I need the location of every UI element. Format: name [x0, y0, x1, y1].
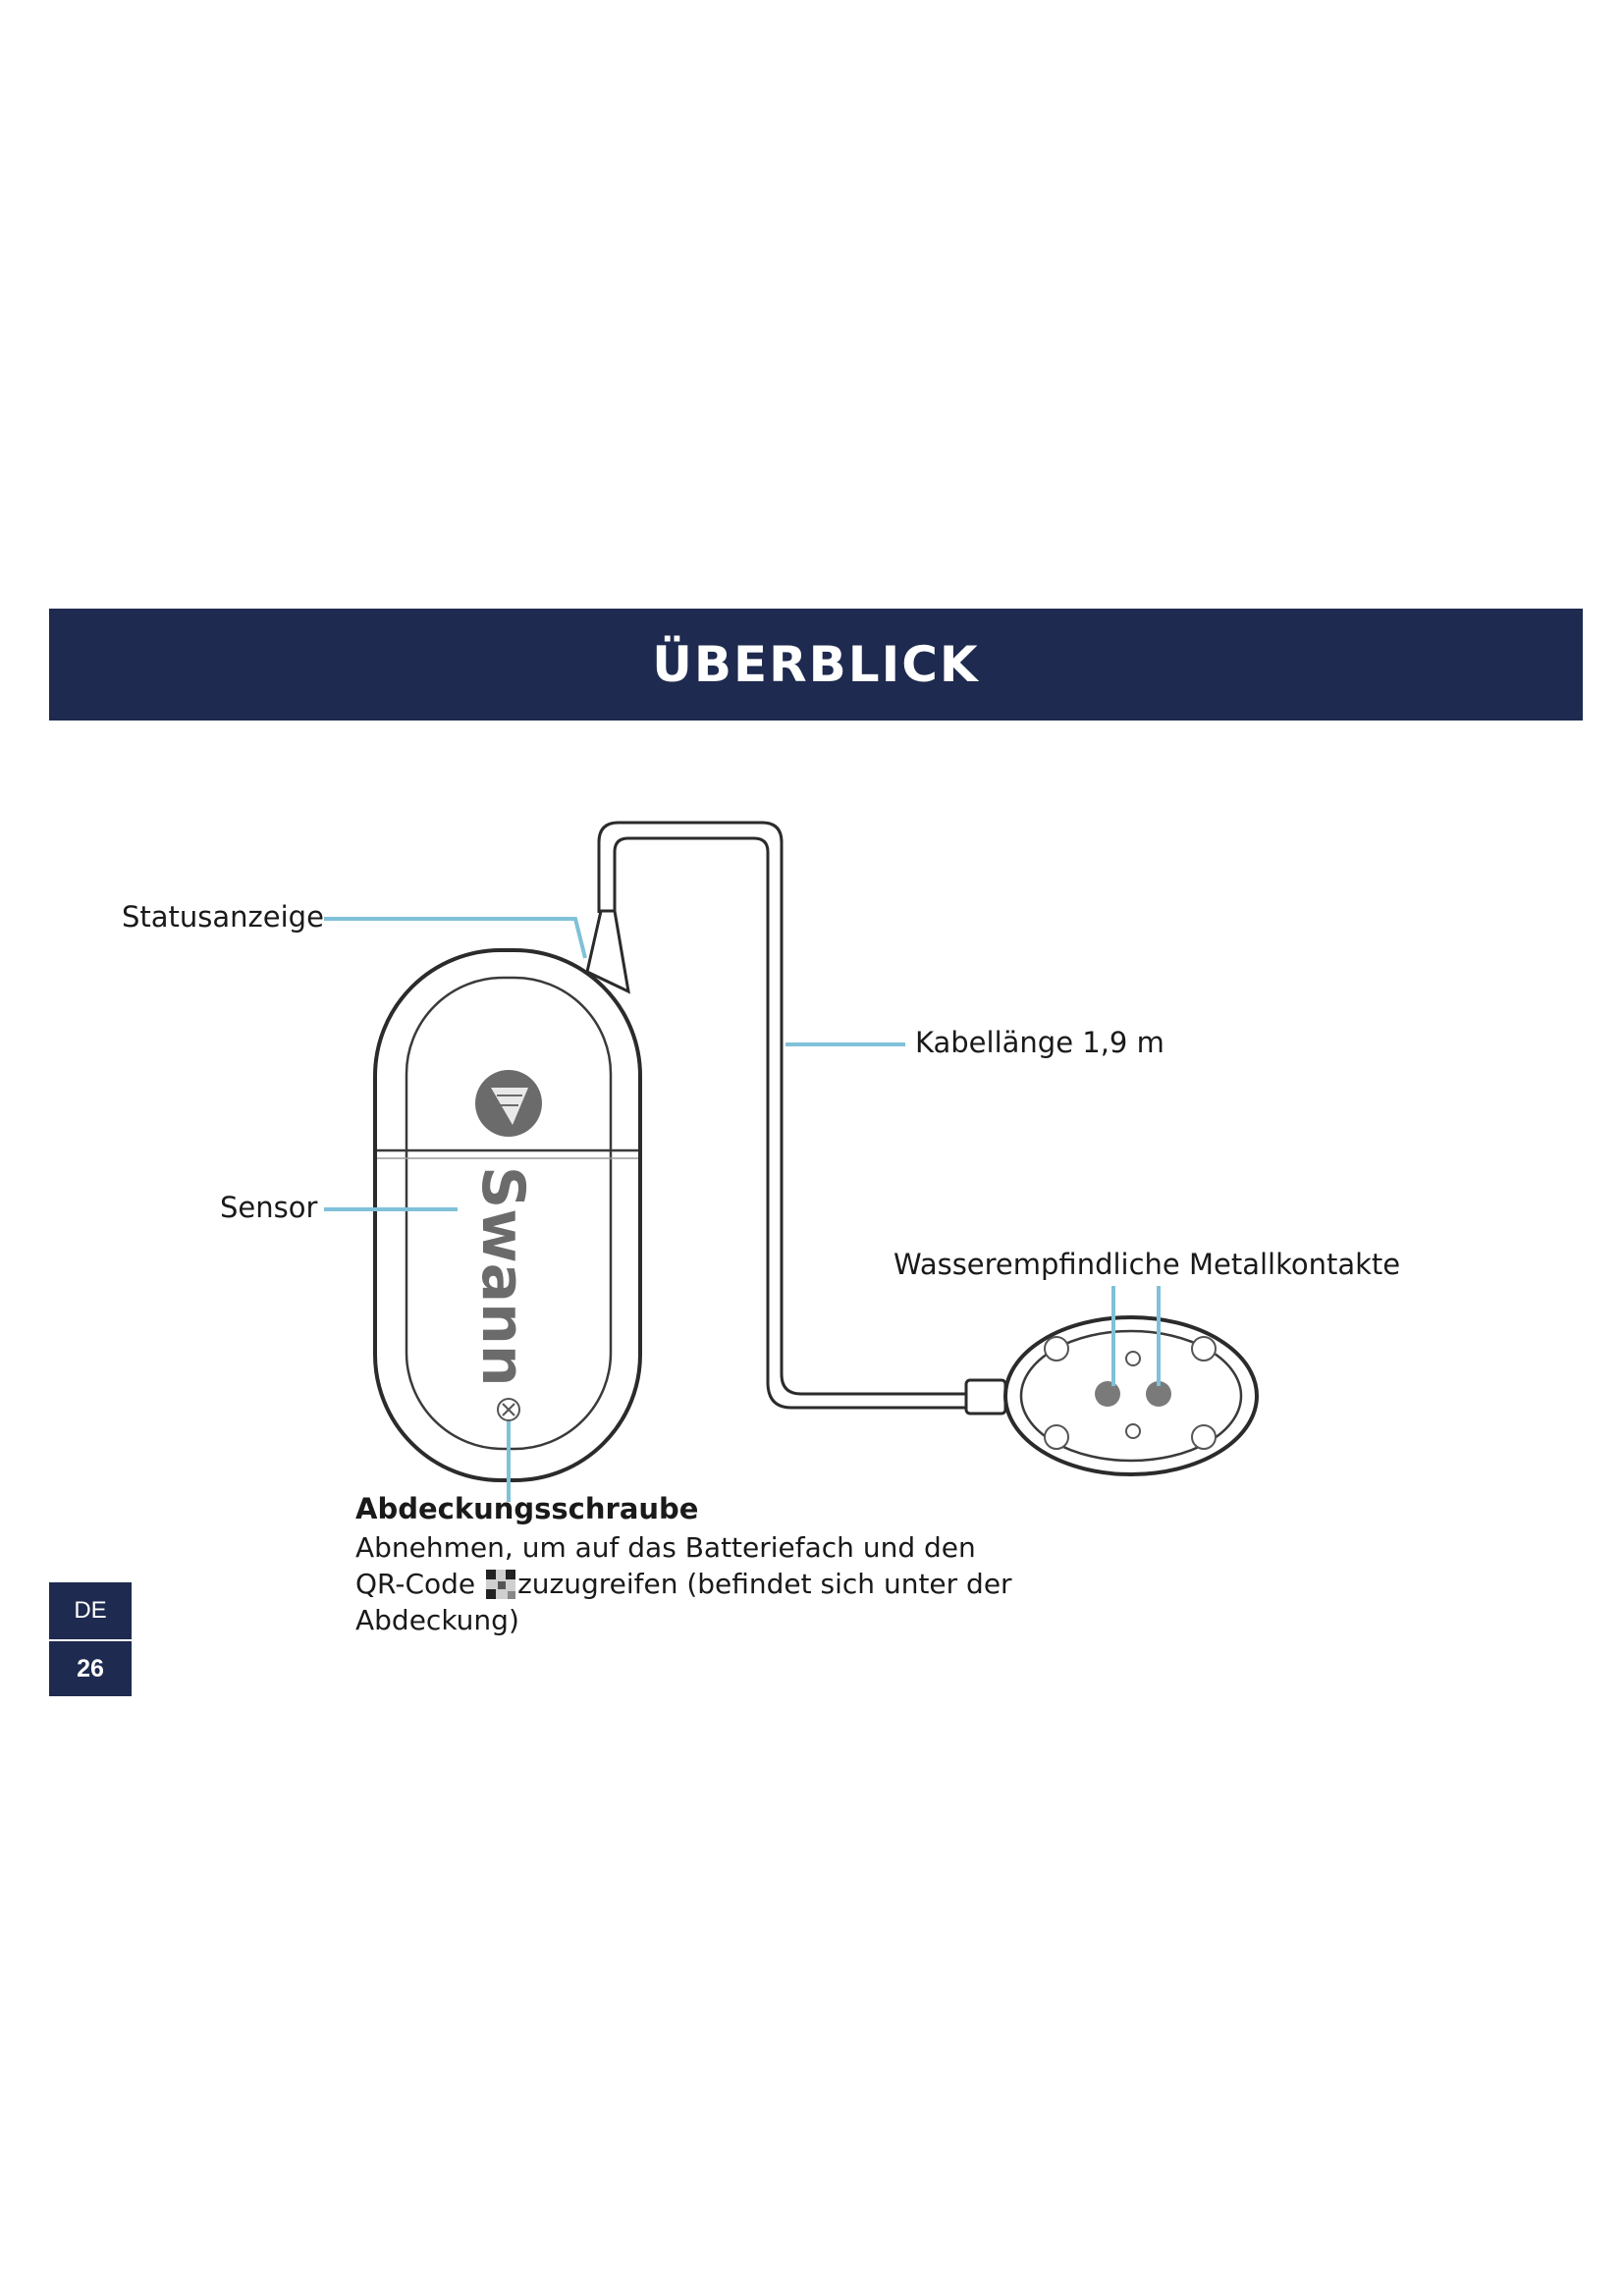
cover-screw-title: Abdeckungsschraube	[355, 1492, 699, 1525]
language-tab: DE	[49, 1582, 132, 1641]
screw-icon	[497, 1398, 520, 1421]
cover-screw-text: Abnehmen, um auf das Batteriefach und de…	[355, 1529, 1023, 1638]
sensor-label: Sensor	[220, 1191, 318, 1224]
cover-screw-line-3: Abdeckung)	[355, 1604, 519, 1636]
cover-screw-description: Abdeckungsschraube Abnehmen, um auf das …	[355, 1492, 1023, 1638]
cover-screw-line-2-rest: zuzugreifen (befindet sich unter der	[517, 1568, 1012, 1600]
swann-logo-icon	[475, 1070, 542, 1137]
side-tabs: DE 26	[49, 1582, 132, 1696]
metal-contacts-label: Wasserempfindliche Metallkontakte	[893, 1248, 1401, 1281]
status-indicator-antenna	[585, 909, 630, 994]
qr-code-label: QR-Code	[355, 1568, 476, 1600]
sensor-body	[373, 948, 642, 1482]
cable-length-label: Kabellänge 1,9 m	[915, 1026, 1164, 1059]
status-callout-line	[324, 917, 587, 959]
metal-contact-right	[1146, 1381, 1171, 1407]
cover-screw-line-2: QR-Code zuzugreifen (befindet sich unter…	[355, 1566, 1023, 1602]
metal-contact-left	[1095, 1381, 1120, 1407]
cover-screw-line-1: Abnehmen, um auf das Batteriefach und de…	[355, 1531, 976, 1564]
page-title: ÜBERBLICK	[652, 636, 980, 693]
qr-code-icon	[486, 1570, 516, 1599]
water-probe	[964, 1315, 1259, 1476]
header-bar: ÜBERBLICK	[49, 609, 1583, 721]
sensor-cable	[597, 821, 970, 1410]
swann-logo-text: Swann	[468, 1166, 537, 1387]
status-indicator-label: Statusanzeige	[122, 900, 324, 934]
page-number: 26	[49, 1641, 132, 1696]
callout-lines	[324, 917, 1161, 1502]
